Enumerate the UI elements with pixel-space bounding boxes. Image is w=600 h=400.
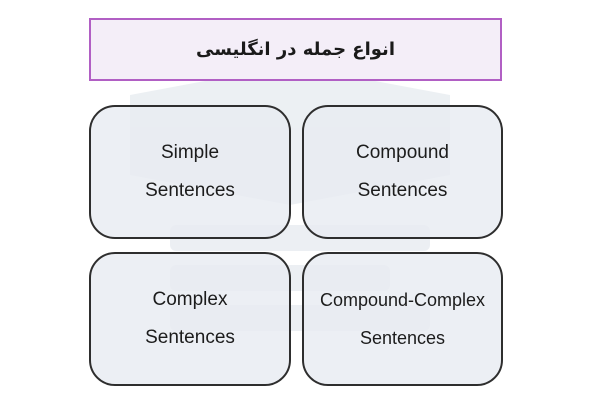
card-simple-sentences: Simple Sentences bbox=[89, 105, 291, 239]
card-label-line1: Compound-Complex bbox=[319, 290, 486, 310]
card-label-line1: Simple bbox=[160, 142, 220, 163]
card-complex-sentences: Complex Sentences bbox=[89, 252, 291, 386]
card-label-line1: Compound bbox=[356, 142, 449, 163]
card-label-line2: Sentences bbox=[359, 328, 446, 348]
card-compound-complex-sentences: Compound-Complex Sentences bbox=[302, 252, 503, 386]
card-compound-sentences: Compound Sentences bbox=[302, 105, 503, 239]
title-text: انواع جمله در انگلیسی bbox=[195, 39, 395, 60]
card-label-line2: Sentences bbox=[145, 180, 235, 201]
title-banner: انواع جمله در انگلیسی bbox=[89, 18, 502, 81]
card-label-line2: Sentences bbox=[145, 327, 235, 348]
card-label-line1: Complex bbox=[152, 289, 228, 310]
card-label-line2: Sentences bbox=[357, 180, 448, 201]
